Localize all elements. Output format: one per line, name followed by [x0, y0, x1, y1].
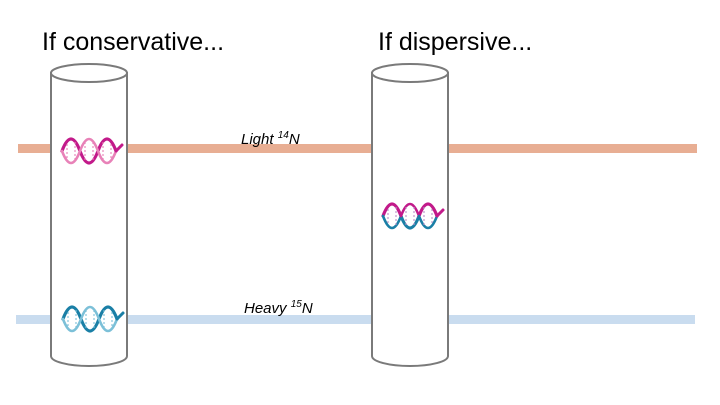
- light-label-text: Light: [241, 131, 278, 148]
- heavy-element: N: [301, 300, 313, 317]
- light-element: N: [288, 131, 300, 148]
- light-band: [18, 144, 697, 153]
- light-mass-number: 14: [277, 130, 289, 141]
- heavy-band: [16, 315, 695, 324]
- conservative-tube: [50, 63, 128, 367]
- dispersive-tube: [371, 63, 449, 367]
- conservative-title: If conservative...: [42, 28, 225, 56]
- heavy-label-text: Heavy: [244, 300, 291, 317]
- dispersive-title: If dispersive...: [378, 28, 533, 56]
- light-14n-label: Light 14N: [241, 130, 300, 148]
- heavy-mass-number: 15: [290, 299, 302, 310]
- heavy-15n-label: Heavy 15N: [244, 299, 313, 317]
